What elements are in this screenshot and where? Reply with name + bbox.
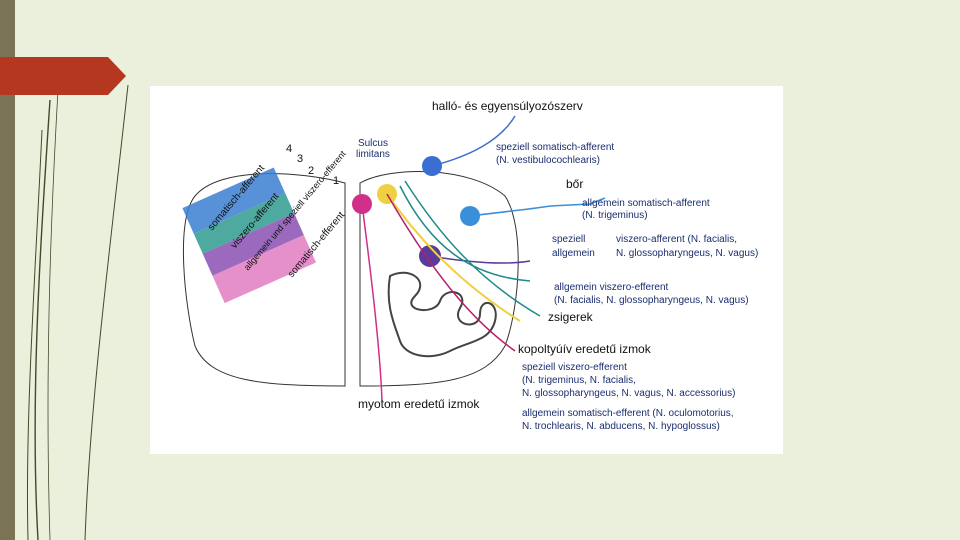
label-special-visceral-efferent: speziell viszero-efferent — [522, 362, 627, 373]
diagram-canvas: 4 3 2 1 somatisch-afferent viszero-affer… — [182, 115, 606, 402]
label-visceral-afferent-1: viszero-afferent (N. facialis, — [616, 234, 737, 245]
slide-left-bar — [0, 0, 15, 540]
band-somatic-afferent — [182, 167, 286, 234]
band-visceral-efferent — [202, 213, 304, 276]
label-skin: bőr — [566, 177, 584, 191]
label-general-somatic-efferent: allgemein somatisch-efferent (N. oculomo… — [522, 408, 734, 419]
label-myotome-muscles: myotom eredetű izmok — [358, 397, 480, 411]
label-general-prefix: allgemein — [552, 248, 595, 259]
label-trigeminus: (N. trigeminus) — [582, 210, 648, 221]
label-viscera: zsigerek — [548, 310, 593, 324]
brainstem-outline-right — [359, 171, 519, 387]
label-special-somatic-afferent: speziell somatisch-afferent — [496, 142, 615, 153]
path-teal-1 — [399, 185, 531, 282]
band-somatic-efferent — [212, 235, 317, 304]
path-special-somatic-afferent — [431, 115, 516, 167]
label-general-visceral-efferent: allgemein viszero-efferent — [554, 282, 669, 293]
label-sulcus-limitans: Sulcus limitans — [356, 138, 390, 160]
band-number-4: 4 — [286, 143, 292, 155]
label-general-somatic-afferent: allgemein somatisch-afferent — [582, 198, 710, 209]
brainstem-diagram: 4 3 2 1 somatisch-afferent viszero-affer… — [150, 86, 783, 454]
label-special-visceral-efferent-nerves-1: (N. trigeminus, N. facialis, — [522, 375, 636, 386]
path-visceral-efferent — [386, 193, 521, 322]
band-number-1: 1 — [333, 175, 339, 187]
label-branchial-muscles: kopoltyúív eredetű izmok — [518, 342, 651, 356]
label-hearing-organ: halló- és egyensúlyozószerv — [432, 99, 583, 113]
label-general-somatic-efferent-nerves: N. trochlearis, N. abducens, N. hypoglos… — [522, 421, 720, 432]
label-special-visceral-efferent-nerves-2: N. glossopharyngeus, N. vagus, N. access… — [522, 388, 736, 399]
path-general-somatic-afferent — [469, 205, 551, 217]
label-special-prefix: speziell — [552, 234, 586, 245]
path-somatic-efferent — [361, 203, 383, 402]
label-vestibulocochlearis: (N. vestibulocochlearis) — [496, 155, 600, 166]
inferior-olive — [387, 271, 497, 358]
band-number-2: 2 — [308, 165, 314, 177]
band-number-3: 3 — [297, 153, 303, 165]
label-visceral-afferent-2: N. glossopharyngeus, N. vagus) — [616, 248, 759, 259]
decorative-curves — [26, 84, 129, 540]
label-general-visceral-efferent-nerves: (N. facialis, N. glossopharyngeus, N. va… — [554, 295, 749, 306]
band-visceral-afferent — [193, 193, 295, 254]
path-special-visceral-efferent — [386, 193, 516, 352]
path-teal-2 — [404, 180, 541, 317]
accent-tab — [0, 57, 126, 95]
brainstem-outline — [183, 173, 346, 387]
path-skin — [549, 197, 606, 207]
